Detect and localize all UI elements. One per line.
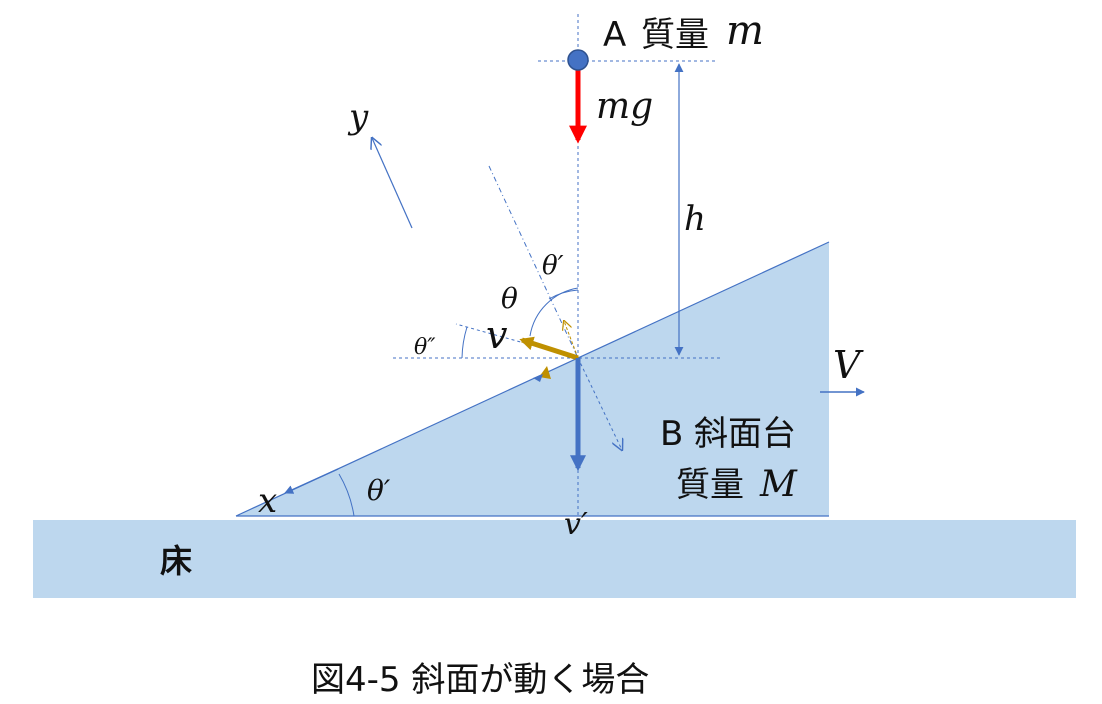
- block-a-mass-label: 質量: [641, 15, 709, 55]
- velocity-v-arrow: [519, 336, 579, 361]
- small-gold-guide: [564, 321, 579, 359]
- theta-double-prime-arc: [461, 326, 468, 359]
- block-b-name: 斜面台: [694, 414, 796, 454]
- x-axis-label: x: [258, 481, 277, 521]
- y-axis-arrow: [372, 138, 413, 229]
- block-a-mass-symbol: m: [726, 8, 764, 54]
- theta-double-prime-label: θ″: [414, 335, 436, 360]
- mass-a-ball: [567, 49, 589, 71]
- theta-label: θ: [501, 282, 518, 315]
- y-axis-label: y: [347, 97, 369, 137]
- block-b-mass-label: 質量: [676, 465, 744, 505]
- figure-caption: 図4-5 斜面が動く場合: [311, 660, 649, 700]
- theta-prime-bottom-label: θ′: [367, 474, 391, 507]
- theta-prime-top-label: θ′: [542, 251, 564, 281]
- slope-velocity-label: V: [833, 343, 864, 387]
- theta-arc: [529, 287, 579, 337]
- theta-prime-bottom-arc: [338, 473, 355, 517]
- block-b-mass-symbol: M: [759, 464, 798, 505]
- floor-label: 床: [160, 542, 192, 580]
- block-a-prefix: A: [603, 15, 626, 55]
- velocity-v-prime-label: v′: [564, 507, 588, 542]
- velocity-direction-guide: [577, 357, 622, 450]
- slope-contact-marker-blue: [533, 374, 543, 382]
- block-b-prefix: B: [660, 414, 683, 454]
- height-label: h: [684, 199, 706, 239]
- velocity-v-label: v: [486, 313, 508, 357]
- theta-prime-top-arc: [548, 289, 579, 300]
- x-axis-arrow: [284, 468, 339, 494]
- floor: [33, 520, 1076, 598]
- gravity-label: mg: [596, 86, 653, 127]
